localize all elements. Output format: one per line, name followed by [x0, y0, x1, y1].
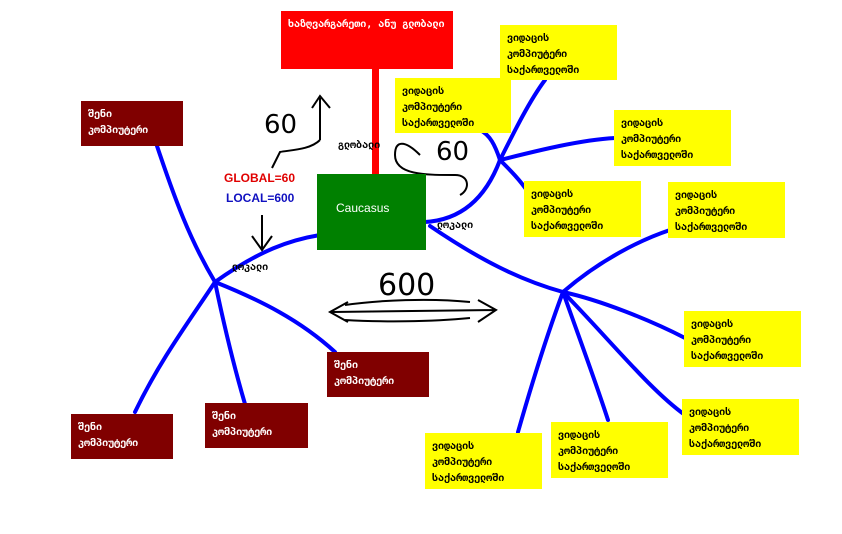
edge-label-local-right: ლოკალი	[437, 220, 474, 231]
arrow-down	[251, 215, 273, 252]
remote-computer-node: ვიდაცის კომპიუტერი საქართველოში	[524, 181, 641, 237]
arrow-up	[271, 94, 331, 169]
link-lr-hub-y3	[561, 290, 687, 417]
link-ur-hub-y1	[498, 78, 547, 162]
link-left-hub-center	[213, 233, 322, 284]
remote-computer-node: ვიდაცის კომპიუტერი საქართველოში	[425, 433, 542, 489]
edge-label-global: გლობალი	[338, 140, 381, 151]
handwritten-60-left: 60	[264, 110, 298, 140]
remote-computer-node: ვიდაცის კომპიუტერი საქართველოში	[551, 422, 668, 478]
arrow-hook	[393, 142, 468, 196]
link-lr-hub-y4	[561, 290, 610, 422]
link-ur-hub-y3	[498, 136, 617, 162]
remote-computer-node: ვიდაცის კომპიუტერი საქართველოში	[682, 399, 799, 455]
link-lr-hub-center	[428, 224, 565, 294]
global-label: GLOBAL=60	[224, 171, 296, 185]
your-computer-node: შენი კომპიუტერი	[71, 414, 173, 459]
remote-computer-node: ვიდაცის კომპიუტერი საქართველოში	[614, 110, 731, 166]
remote-computer-node: ვიდაცის კომპიუტერი საქართველოში	[684, 311, 801, 367]
your-computer-node: შენი კომპიუტერი	[205, 403, 308, 448]
your-computer-node: შენი კომპიუტერი	[81, 101, 183, 146]
link-left-hub-brown2	[133, 280, 217, 414]
handwritten-60-right: 60	[436, 137, 470, 167]
edge-label-local-left: ლოკალი	[232, 262, 269, 273]
arrow-double	[327, 298, 498, 323]
link-left-hub-brown1	[153, 138, 217, 284]
foreign-global-node: ხაზღვარგარეთი, ანუ გლობალი	[281, 11, 453, 69]
your-computer-node: შენი კომპიუტერი	[327, 352, 429, 397]
link-ur-hub-y2	[478, 128, 502, 162]
red-connector	[372, 68, 379, 176]
link-ur-hub-center	[423, 158, 502, 224]
remote-computer-node: ვიდაცის კომპიუტერი საქართველოში	[500, 25, 617, 80]
local-label: LOCAL=600	[226, 191, 295, 205]
link-lr-hub-y5	[516, 290, 565, 434]
link-lr-hub-y1	[561, 228, 672, 294]
link-left-hub-brown4	[213, 280, 337, 354]
remote-computer-node: ვიდაცის კომპიუტერი საქართველოში	[668, 182, 785, 238]
handwritten-600: 600	[378, 268, 436, 303]
link-left-hub-brown3	[213, 280, 247, 406]
remote-computer-node: ვიდაცის კომპიუტერი საქართველოში	[395, 78, 511, 133]
link-lr-hub-y2	[561, 290, 687, 340]
caucasus-node: Caucasus	[317, 174, 426, 250]
